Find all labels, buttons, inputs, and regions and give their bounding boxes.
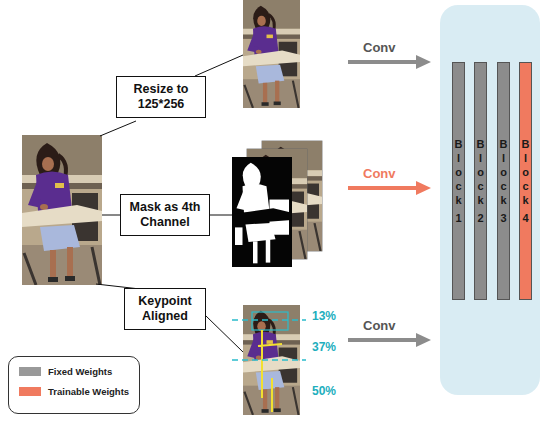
network-block: Block 3 (497, 62, 510, 300)
conv-label: Conv (363, 318, 396, 333)
legend-swatch (19, 387, 41, 396)
legend-swatch (19, 367, 41, 376)
mask-stack (232, 141, 322, 267)
source-photo (22, 135, 102, 285)
box-text: Resize to 125*256 (121, 82, 201, 112)
block-label: Block 1 (455, 137, 463, 225)
block-label: Block 4 (522, 137, 530, 225)
process-box: Keypoint Aligned (124, 288, 206, 330)
legend-entry: Trainable Weights (19, 386, 129, 397)
percent-label: 13% (312, 309, 336, 323)
block-label: Block 2 (477, 137, 485, 225)
block-label: Block 3 (500, 137, 508, 225)
resized-photo (243, 0, 300, 108)
legend-text: Fixed Weights (48, 366, 112, 377)
network-block: Block 1 (452, 62, 465, 300)
box-text: Mask as 4th Channel (125, 200, 205, 230)
process-box: Resize to 125*256 (116, 76, 206, 118)
process-box: Mask as 4th Channel (120, 194, 210, 236)
keypoint-photo (232, 305, 306, 415)
leader-lines (96, 55, 243, 352)
legend: Fixed WeightsTrainable Weights (8, 356, 140, 414)
legend-text: Trainable Weights (48, 386, 129, 397)
legend-entry: Fixed Weights (19, 366, 129, 377)
conv-arrows (348, 55, 431, 347)
network-block: Block 4 (519, 62, 532, 300)
conv-label: Conv (363, 166, 396, 181)
percent-label: 37% (312, 340, 336, 354)
box-text: Keypoint Aligned (129, 294, 201, 324)
percent-label: 50% (312, 384, 336, 398)
network-panel (440, 5, 540, 395)
conv-label: Conv (363, 40, 396, 55)
network-block: Block 2 (474, 62, 487, 300)
